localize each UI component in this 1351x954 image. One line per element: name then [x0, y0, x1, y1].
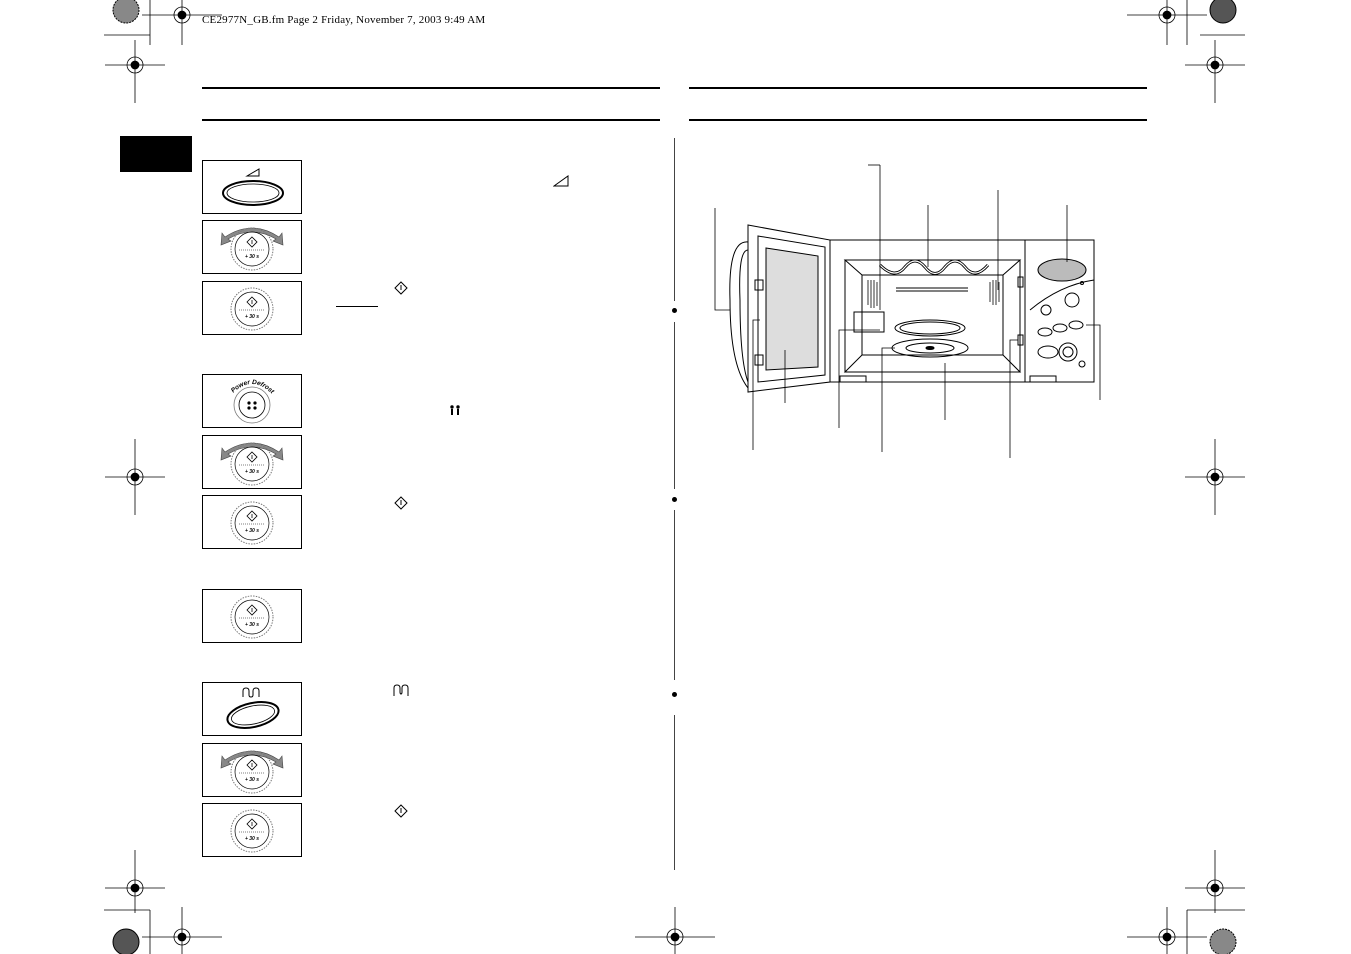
svg-text:+ 30 s: + 30 s [245, 314, 259, 320]
second-rule-right [689, 119, 1147, 121]
start-dial-panel: + 30 s [202, 495, 302, 549]
start-dial-panel: + 30 s [202, 281, 302, 335]
start-dial-panel: + 30 s [202, 589, 302, 643]
dial-panel-arrows: + 30 s [202, 743, 302, 797]
column-divider-2 [674, 322, 675, 489]
svg-text:+ 30 s: + 30 s [245, 777, 259, 783]
power-defrost-icon [247, 401, 257, 410]
microwave-illustration [714, 164, 1101, 458]
svg-text:+ 30 s: + 30 s [245, 528, 259, 534]
defrost-button-panel [202, 160, 302, 214]
start-diamond-icon [394, 496, 408, 510]
color-wheels [112, 0, 1237, 954]
grill-icon [242, 687, 260, 698]
defrost-triangle-icon [553, 175, 569, 187]
power-defrost-panel: Power Defrost [202, 374, 302, 428]
column-divider-3 [674, 510, 675, 680]
underline-mark [336, 306, 378, 307]
divider-dot [672, 692, 677, 697]
divider-dot [672, 497, 677, 502]
svg-text:+ 30 s: + 30 s [245, 836, 259, 842]
svg-text:+ 30 s: + 30 s [245, 254, 259, 260]
top-rule-left [202, 87, 660, 89]
language-tab [120, 136, 192, 172]
defrost-triangle-icon [245, 168, 260, 177]
start-diamond-icon [394, 281, 408, 295]
start-dial-panel: + 30 s [202, 803, 302, 857]
grill-button-panel [202, 682, 302, 736]
grill-icon [393, 684, 409, 696]
power-defrost-icon [450, 405, 460, 415]
registration-marks [105, 0, 1245, 954]
second-rule-left [202, 119, 660, 121]
column-divider-4 [674, 715, 675, 870]
file-info-header: CE2977N_GB.fm Page 2 Friday, November 7,… [202, 14, 486, 26]
svg-text:+ 30 s: + 30 s [245, 469, 259, 475]
dial-panel-arrows: + 30 s [202, 435, 302, 489]
start-diamond-icon [394, 804, 408, 818]
top-rule-right [689, 87, 1147, 89]
svg-text:+ 30 s: + 30 s [245, 622, 259, 628]
column-divider-1 [674, 138, 675, 301]
divider-dot [672, 308, 677, 313]
dial-panel-arrows: + 30 s [202, 220, 302, 274]
